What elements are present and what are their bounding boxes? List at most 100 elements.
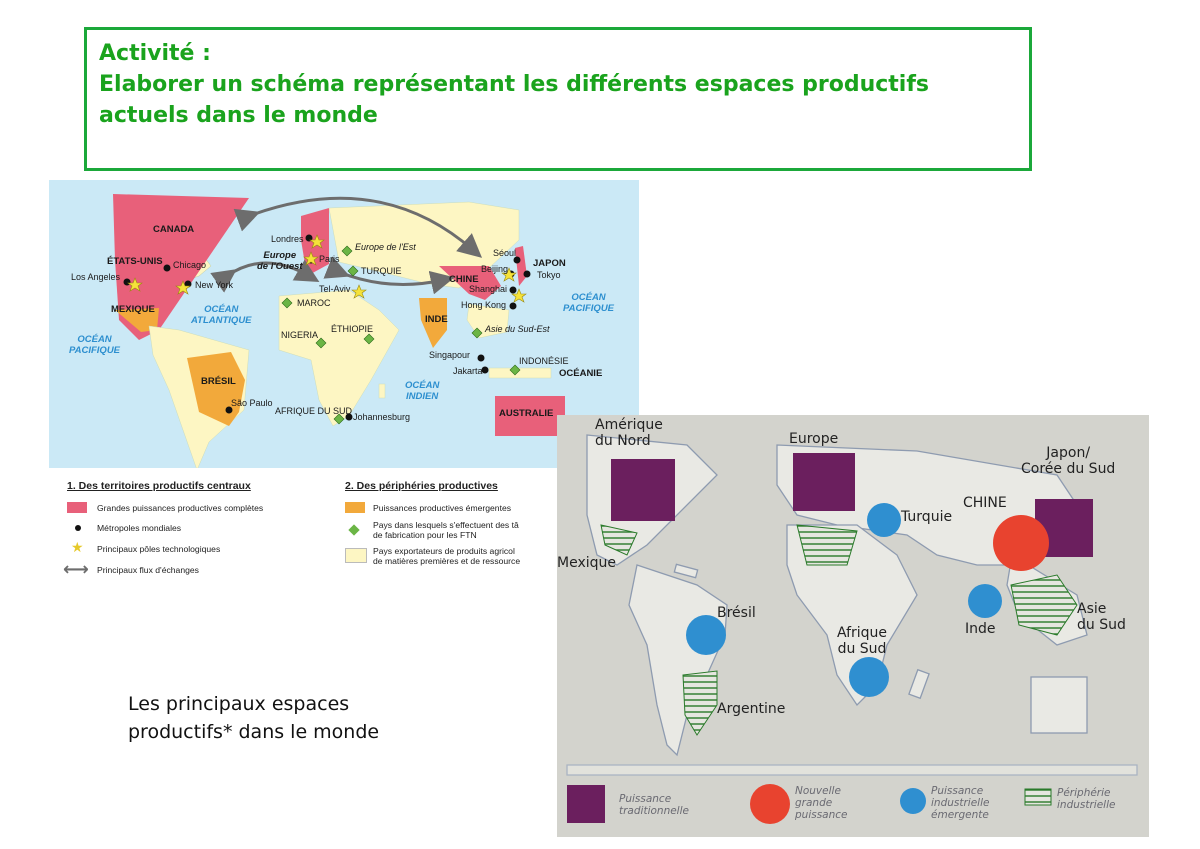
metropolis-dot: [509, 286, 517, 294]
metropolis-dot: [477, 354, 485, 362]
continent-australia: [1030, 676, 1088, 734]
label-ocean-pacifique-e-2: PACIFIQUE: [563, 303, 615, 314]
label-maroc: MAROC: [297, 298, 331, 308]
fabrication-diamond: [363, 333, 375, 345]
australia-shape: [495, 396, 565, 436]
label-seoul: Séoul: [493, 248, 517, 258]
legend-item-tech: Principaux pôles technologiques: [97, 544, 221, 554]
schema-label-asie: Asie du Sud: [1077, 601, 1126, 633]
tech-star: [127, 277, 143, 292]
schema-label-inde: Inde: [965, 621, 996, 637]
legend-metropolis-dot: [75, 525, 81, 531]
activity-line-2: actuels dans le monde: [99, 103, 378, 128]
metropolis-dot: [509, 302, 517, 310]
label-ocean-indien-1: OCÉAN: [405, 380, 440, 391]
schema-label-turquie: Turquie: [901, 509, 953, 525]
schema-label-amerique-2: du Nord: [595, 433, 651, 449]
legend2-label-new-power: Nouvelle grande puissance: [795, 785, 848, 821]
circle-turkey: [867, 503, 901, 537]
legend2-label-emerging-1: Puissance: [931, 785, 984, 797]
hatch-south-asia: [1010, 574, 1078, 636]
legend-section2-title: 2. Des périphéries productives: [345, 480, 498, 492]
schema-label-asie-2: du Sud: [1077, 617, 1126, 633]
label-singapour: Singapour: [429, 350, 471, 360]
hatch-argentina: [682, 670, 718, 736]
antarctica-strip: [566, 764, 1138, 776]
circle-china: [993, 515, 1049, 571]
map1-legend: 1. Des territoires productifs centraux G…: [49, 468, 639, 600]
fabrication-diamond: [315, 337, 327, 349]
schema-label-mexique: Mexique: [557, 555, 616, 571]
world-map-svg: [49, 180, 639, 471]
tech-star: [303, 251, 319, 266]
schema-label-chine: CHINE: [963, 495, 1007, 511]
label-ocean-pacifique-e-1: OCÉAN: [571, 292, 606, 303]
circle-south-africa: [849, 657, 889, 697]
island-caribbean: [673, 563, 699, 579]
label-ocean-pacifique-west: OCÉAN PACIFIQUE: [69, 334, 120, 356]
schema-label-japon-2: Corée du Sud: [1021, 461, 1116, 477]
label-ocean-pacifique-w-2: PACIFIQUE: [69, 345, 121, 356]
circle-brazil: [686, 615, 726, 655]
fabrication-diamond: [341, 245, 353, 257]
legend-star-icon: ★: [71, 540, 84, 556]
legend-flow-arrow-icon: ⟷: [63, 559, 89, 580]
flow-america-europe: [210, 259, 320, 293]
schema-label-afrique-2: du Sud: [837, 641, 887, 657]
legend-item-fabrication-line2: de fabrication pour les FTN: [373, 530, 477, 540]
legend2-label-emerging-3: émergente: [931, 809, 989, 821]
legend-item-fabrication-line1: Pays dans lesquels s'effectuent des tâ: [373, 520, 519, 530]
fabrication-markers: [281, 245, 521, 425]
label-ocean-atlantique-2: ATLANTIQUE: [191, 315, 252, 326]
continent-south-america: [628, 564, 728, 757]
tech-pole-markers: [127, 234, 527, 303]
legend2-label-new-power-3: puissance: [795, 809, 848, 821]
flow-america-asia: [233, 196, 483, 258]
legend2-label-new-power-1: Nouvelle: [795, 785, 841, 797]
label-etats-unis: ÉTATS-UNIS: [107, 256, 163, 267]
metropolis-dot: [513, 256, 521, 264]
label-europe-ouest-line2: de l'Ouest: [257, 261, 303, 272]
label-hong-kong: Hong Kong: [461, 300, 507, 310]
legend2-label-periphery: Périphérie industrielle: [1057, 787, 1115, 811]
square-europe: [793, 453, 855, 511]
metropolis-dot: [225, 406, 233, 414]
legend2-label-traditional-1: Puissance: [619, 793, 672, 805]
label-bresil: BRÉSIL: [201, 376, 236, 387]
label-europe-est: Europe de l'Est: [355, 242, 416, 252]
schema-label-amerique: Amérique du Nord: [595, 417, 663, 449]
schema-label-afrique: Afrique du Sud: [837, 625, 887, 657]
legend-item-metropolis: Métropoles mondiales: [97, 523, 182, 533]
label-londres: Londres: [271, 234, 304, 244]
circle-india: [968, 584, 1002, 618]
legend2-swatch-emerging: [900, 788, 926, 814]
legend2-swatch-new-power: [750, 784, 790, 824]
hatch-north-africa: [796, 524, 858, 566]
label-australie: AUSTRALIE: [499, 408, 554, 419]
legend-item-emergent: Puissances productives émergentes: [373, 503, 512, 513]
tech-star: [175, 280, 191, 295]
label-los-angeles: Los Angeles: [71, 272, 121, 282]
label-beijing: Beijing: [481, 264, 509, 274]
legend-item-periphery: Pays exportateurs de produits agricol de…: [373, 546, 520, 566]
metropolis-dot: [163, 264, 171, 272]
label-tokyo: Tokyo: [537, 270, 561, 280]
label-nigeria: NIGERIA: [281, 330, 319, 340]
schema-label-afrique-1: Afrique: [837, 625, 888, 641]
label-paris: Paris: [319, 254, 340, 264]
india-shape: [419, 298, 447, 348]
schema-label-europe: Europe: [789, 431, 839, 447]
label-sao-paulo: São Paulo: [231, 398, 273, 408]
label-ocean-atlantique-1: OCÉAN: [204, 304, 239, 315]
label-ocean-indien-2: INDIEN: [406, 391, 439, 402]
label-chicago: Chicago: [173, 260, 207, 270]
label-ocean-pacifique-east: OCÉAN PACIFIQUE: [563, 292, 614, 314]
label-indonesie: INDONÉSIE: [519, 356, 569, 366]
tech-star: [501, 267, 517, 282]
legend2-label-emerging-2: industrielle: [931, 797, 990, 809]
tech-star: [351, 284, 367, 299]
fabrication-diamond: [281, 297, 293, 309]
label-europe-ouest: Europe de l'Ouest: [257, 250, 303, 272]
label-ocean-pacifique-w-1: OCÉAN: [77, 334, 112, 345]
tech-star: [511, 288, 527, 303]
